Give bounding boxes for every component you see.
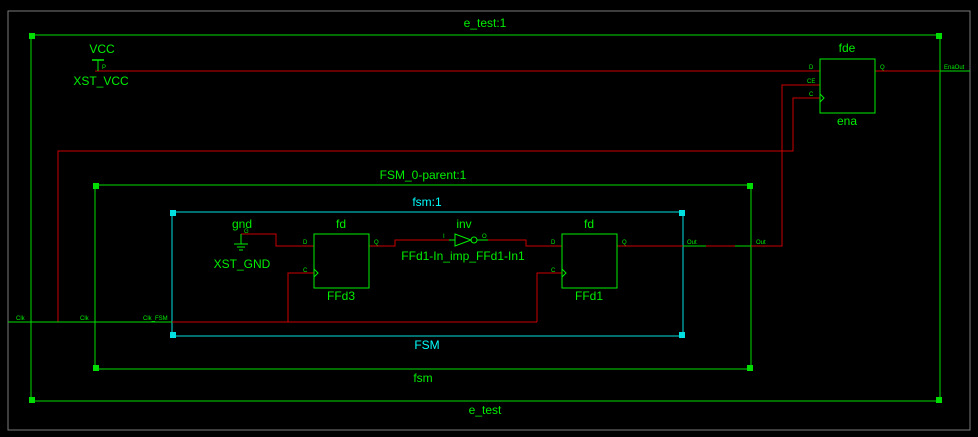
- fsm-parent-bottom-label: fsm: [413, 371, 432, 385]
- port-nets: [8, 70, 970, 323]
- ffd3-name-label: FFd3: [327, 289, 355, 303]
- wire-gnd-to-ffd3-d: [241, 233, 314, 247]
- e-test-bottom-label: e_test: [469, 403, 502, 417]
- ffd3-type-label: fd: [336, 217, 346, 231]
- gnd-pin-label: G: [244, 229, 249, 235]
- ffd3-component[interactable]: fd D C Q FFd3: [303, 217, 379, 303]
- ffd1-name-label: FFd1: [575, 289, 603, 303]
- ffd1-type-label: fd: [584, 217, 594, 231]
- wire-clk-to-ffd3-c: [287, 272, 314, 322]
- ffd3-pin-d: D: [303, 240, 308, 246]
- inv-component[interactable]: inv I O FFd1-In_imp_FFd1-In1: [401, 217, 525, 263]
- wire-out-to-ena-ce: [683, 84, 820, 247]
- ena-pin-q: Q: [880, 65, 885, 71]
- wire-clk-to-ffd1-c: [536, 272, 562, 322]
- port-out-parent: Out: [756, 240, 766, 246]
- outer-frame: [7, 10, 971, 431]
- ena-name-label: ena: [837, 114, 857, 128]
- ena-component[interactable]: fde D CE C Q ena: [807, 41, 885, 128]
- vcc-name-label: XST_VCC: [73, 74, 129, 88]
- fsm-bottom-label: FSM: [414, 338, 439, 352]
- inv-type-label: inv: [456, 217, 471, 231]
- inv-pin-o: O: [482, 234, 487, 240]
- vcc-component[interactable]: VCC P XST_VCC: [73, 42, 129, 88]
- fsm-parent-block[interactable]: [94, 184, 752, 370]
- inv-name-label: FFd1-In_imp_FFd1-In1: [401, 249, 525, 263]
- e-test-corner-marks: [29, 33, 942, 403]
- fsm-block[interactable]: [171, 211, 684, 337]
- wire-clk-to-ena-c: [57, 97, 820, 322]
- gnd-type-label: gnd: [232, 217, 252, 231]
- fsm-top-label: fsm:1: [412, 195, 442, 209]
- port-ena-out: EnaOut: [944, 65, 965, 71]
- gnd-component[interactable]: gnd G XST_GND: [214, 217, 271, 271]
- port-clk-inner: Clk: [80, 316, 90, 322]
- e-test-top-label: e_test:1: [464, 16, 507, 30]
- ffd1-pin-q: Q: [622, 240, 627, 246]
- inv-pin-i: I: [443, 234, 445, 240]
- wire-inv-to-ffd1-d: [488, 239, 562, 247]
- vcc-pin-label: P: [102, 65, 106, 71]
- gnd-name-label: XST_GND: [214, 257, 271, 271]
- port-out-fsm: Out: [687, 240, 697, 246]
- ena-pin-d: D: [809, 65, 814, 71]
- ena-pin-c: C: [809, 92, 814, 98]
- ffd3-pin-c: C: [303, 268, 308, 274]
- ena-type-label: fde: [839, 41, 856, 55]
- port-clk-fsm: Clk_FSM: [143, 316, 168, 322]
- ffd1-pin-d: D: [551, 240, 556, 246]
- vcc-type-label: VCC: [89, 42, 115, 56]
- ffd1-pin-c: C: [551, 268, 556, 274]
- fsm-parent-top-label: FSM_0-parent:1: [380, 168, 467, 182]
- wire-ffd3-q-to-inv: [369, 239, 449, 247]
- fsm-corner-marks: [170, 210, 685, 338]
- ffd3-pin-q: Q: [374, 240, 379, 246]
- fsm-parent-corner-marks: [93, 183, 753, 371]
- ffd1-component[interactable]: fd D C Q FFd1: [551, 217, 627, 303]
- ena-pin-ce: CE: [807, 79, 815, 85]
- wires: [57, 70, 940, 322]
- port-clk-outer: Clk: [16, 316, 26, 322]
- e-test-block[interactable]: [30, 34, 941, 402]
